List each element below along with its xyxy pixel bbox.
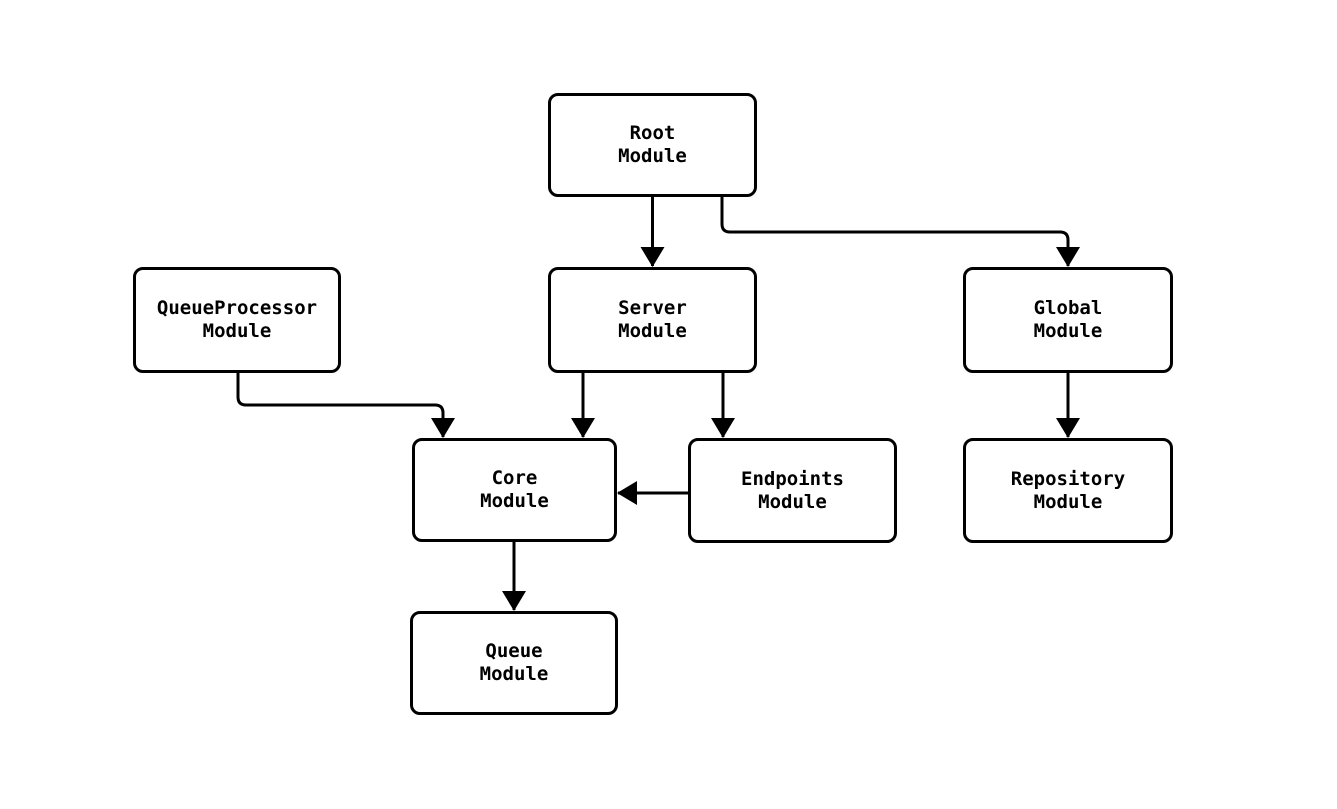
node-label-line2: Module	[480, 490, 549, 512]
node-label-line2: Module	[479, 663, 549, 685]
node-label-line1: Queue	[485, 640, 543, 662]
node-label-line1: Endpoints	[741, 467, 844, 490]
node-label-line1: Server	[618, 297, 687, 319]
edge-queueprocessor-to-core	[236, 373, 455, 438]
node-label-line2: Module	[618, 145, 687, 167]
edge-root-to-global	[720, 197, 1080, 267]
node-label-line1: Repository	[1010, 467, 1126, 490]
node-global-module: Global Module	[963, 267, 1173, 373]
node-queueprocessor-module: QueueProcessor Module	[133, 267, 341, 373]
node-label-line2: Module	[1033, 490, 1103, 513]
node-label-line1: Root	[629, 122, 676, 144]
node-label-line2: Module	[202, 320, 272, 342]
node-endpoints-module: Endpoints Module	[688, 438, 897, 543]
node-label-line2: Module	[758, 490, 827, 513]
node-label-line2: Module	[618, 320, 687, 342]
node-core-module: Core Module	[412, 438, 617, 542]
node-queue-module: Queue Module	[410, 611, 618, 715]
node-repository-module: Repository Module	[963, 438, 1173, 543]
node-label-line1: Core	[491, 467, 538, 489]
node-label-line2: Module	[1033, 320, 1103, 342]
node-root-module: Root Module	[548, 93, 757, 197]
node-label-line1: QueueProcessor	[156, 297, 318, 319]
node-server-module: Server Module	[548, 267, 757, 373]
node-label-line1: Global	[1033, 297, 1103, 319]
